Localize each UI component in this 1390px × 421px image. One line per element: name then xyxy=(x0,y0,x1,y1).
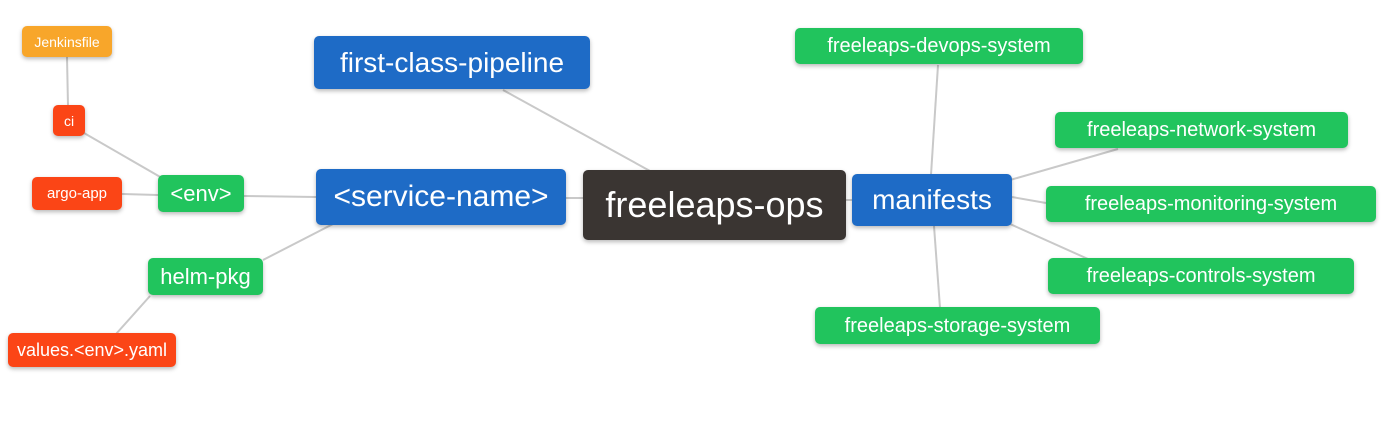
node-freeleaps-storage-system[interactable]: freeleaps-storage-system xyxy=(815,307,1100,344)
node-helm-pkg[interactable]: helm-pkg xyxy=(148,258,263,295)
node-argo-app[interactable]: argo-app xyxy=(32,177,122,210)
edge-helm-pkg-service-name xyxy=(262,223,334,261)
node-freeleaps-monitoring-system[interactable]: freeleaps-monitoring-system xyxy=(1046,186,1376,222)
node-ci[interactable]: ci xyxy=(53,105,85,136)
node-first-class-pipeline[interactable]: first-class-pipeline xyxy=(314,36,590,89)
node-freeleaps-devops-system[interactable]: freeleaps-devops-system xyxy=(795,28,1083,64)
edge-argo-app-env xyxy=(121,193,159,196)
node-env[interactable]: <env> xyxy=(158,175,244,212)
node-service-name[interactable]: <service-name> xyxy=(316,169,566,225)
edge-manifests-monitoring-system xyxy=(1011,196,1047,204)
edge-manifests-storage-system xyxy=(933,225,941,309)
node-jenkinsfile[interactable]: Jenkinsfile xyxy=(22,26,112,57)
node-values-env-yaml[interactable]: values.<env>.yaml xyxy=(8,333,176,367)
edge-ci-env xyxy=(83,132,163,179)
edge-manifests-controls-system xyxy=(1009,223,1089,260)
node-freeleaps-network-system[interactable]: freeleaps-network-system xyxy=(1055,112,1348,148)
edge-values-env-yaml-helm-pkg xyxy=(115,295,151,335)
node-freeleaps-ops[interactable]: freeleaps-ops xyxy=(583,170,846,240)
node-freeleaps-controls-system[interactable]: freeleaps-controls-system xyxy=(1048,258,1354,294)
edge-manifests-devops-system xyxy=(930,64,939,176)
node-manifests[interactable]: manifests xyxy=(852,174,1012,226)
edge-first-class-pipeline-freeleaps-ops xyxy=(502,89,651,172)
edge-env-service-name xyxy=(243,195,317,198)
edge-manifests-network-system xyxy=(1009,148,1119,181)
edge-jenkinsfile-ci xyxy=(66,56,69,107)
